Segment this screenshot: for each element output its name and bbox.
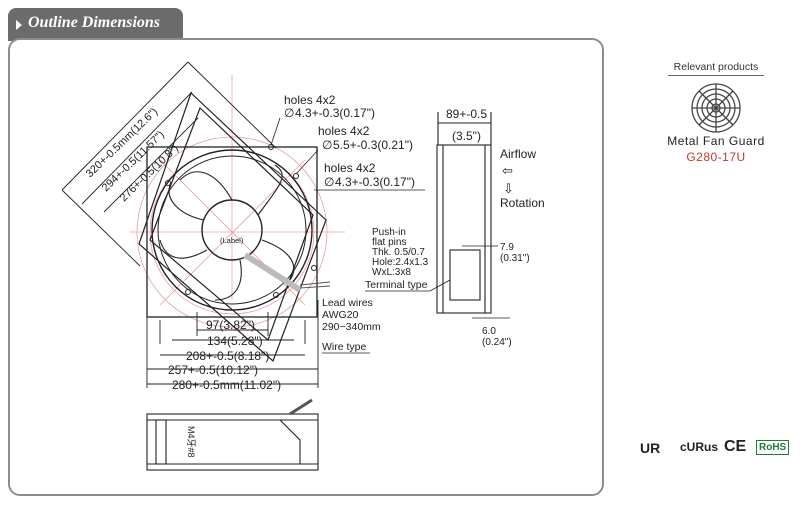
arrow-left-icon: ⇦ <box>502 163 513 178</box>
diameter-icon: ∅ <box>284 106 294 120</box>
dim-134: 134(5.28") <box>207 334 263 348</box>
fan-side-view <box>436 112 492 314</box>
holes-spec-2: 5.5+-0.3(0.21") <box>333 138 413 152</box>
fan-bottom-view <box>146 398 319 471</box>
holes-spec-3: 4.3+-0.3(0.17") <box>335 175 415 189</box>
wxl-label: WxL:3x8 <box>372 267 411 278</box>
fan-frame-front <box>146 146 318 318</box>
lead-wires-label: Lead wires <box>322 297 373 309</box>
rotation-label: Rotation <box>500 196 545 210</box>
dim-257: 257+-0.5(10.12") <box>168 363 258 377</box>
holes-callout-1: holes 4x2 <box>284 93 336 107</box>
fan-front-view <box>151 144 317 311</box>
ce-mark-icon: CE <box>724 438 747 455</box>
product-name[interactable]: Metal Fan Guard <box>667 134 765 148</box>
terminal-type-label: Terminal type <box>365 279 428 291</box>
section-title: Outline Dimensions <box>28 14 161 31</box>
side-depth-in: (3.5") <box>452 129 481 143</box>
dim-7-9-in: (0.31") <box>500 253 530 264</box>
arrow-down-icon: ⇩ <box>503 181 514 196</box>
holes-spec-1: 4.3+-0.3(0.17") <box>295 106 375 120</box>
screw-label: M4牙#8 <box>186 426 196 458</box>
dim-208: 208+-0.5(8.18") <box>186 349 269 363</box>
wire-type-label: Wire type <box>322 341 367 353</box>
dim-6-0-in: (0.24") <box>482 337 512 348</box>
relevant-products-heading: Relevant products <box>673 61 759 73</box>
holes-callout-3: holes 4x2 <box>324 161 376 175</box>
dim-6-0: 6.0 <box>482 326 496 337</box>
diameter-icon: ∅ <box>322 138 332 152</box>
ur-mark-icon: UR <box>640 440 661 456</box>
hole-label: Hole:2.4x1.3 <box>372 257 429 268</box>
holes-callout-2: holes 4x2 <box>318 124 370 138</box>
product-code[interactable]: G280-17U <box>686 150 746 164</box>
pushin-label: Push-in <box>372 227 406 238</box>
thk-label: Thk. 0.5/0.7 <box>372 247 425 258</box>
flat-pins-label: flat pins <box>372 237 406 248</box>
diameter-icon: ∅ <box>324 175 334 189</box>
rohs-badge: RoHS <box>756 440 790 455</box>
awg-label: AWG20 <box>322 309 359 321</box>
lead-length-label: 290~340mm <box>322 321 381 333</box>
fan-guard-icon[interactable] <box>686 82 746 134</box>
section-title-tab: Outline Dimensions <box>8 8 183 41</box>
side-depth: 89+-0.5 <box>446 107 487 121</box>
dim-97: 97(3.82") <box>206 318 255 332</box>
hub-label: (Label) <box>220 236 244 245</box>
triangle-icon <box>16 20 22 30</box>
dim-7-9: 7.9 <box>500 242 514 253</box>
dim-280: 280+-0.5mm(11.02") <box>172 378 281 392</box>
curus-mark-icon: cURus <box>680 440 719 454</box>
airflow-label: Airflow <box>500 147 536 161</box>
divider <box>668 75 764 76</box>
